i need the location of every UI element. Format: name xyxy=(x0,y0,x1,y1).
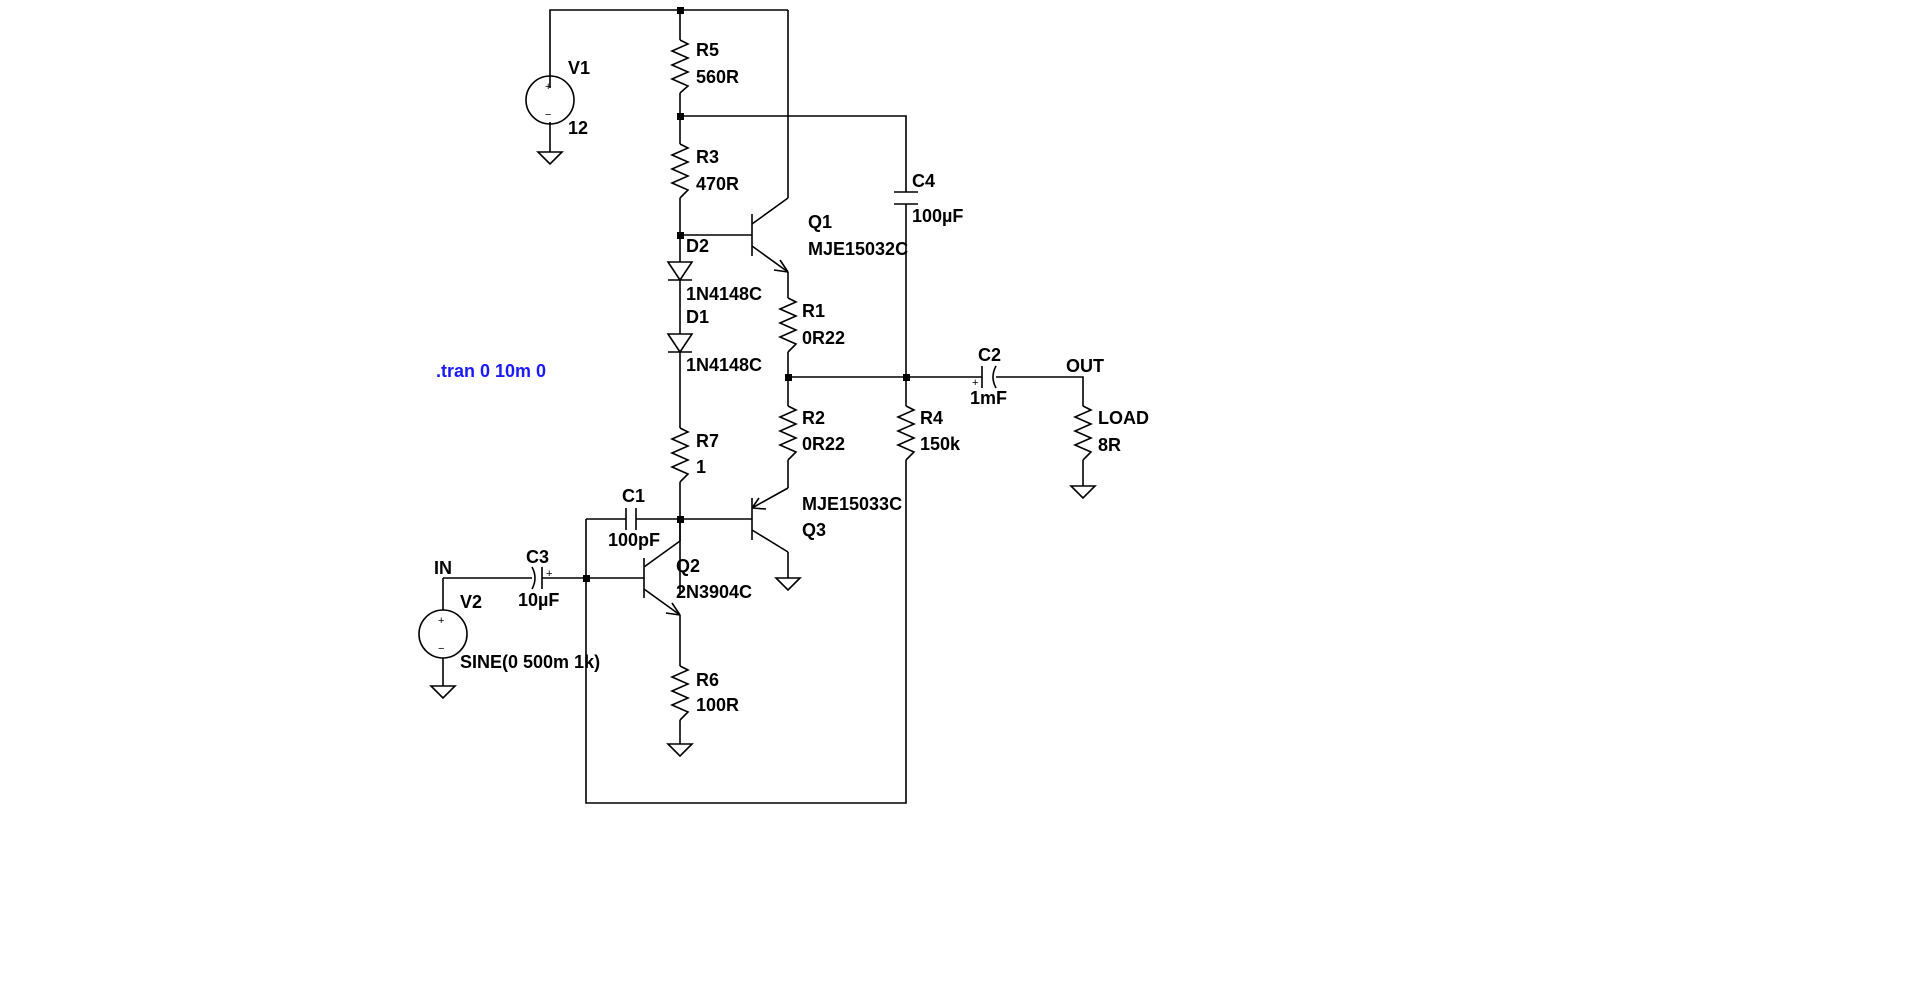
r7-value: 1 xyxy=(696,457,706,477)
polarity-minus: − xyxy=(438,643,444,655)
r3-name: R3 xyxy=(696,147,719,167)
ground-icon xyxy=(429,685,457,700)
r6-name: R6 xyxy=(696,670,719,690)
resistor-r4-symbol xyxy=(896,405,916,461)
sources: + − + − xyxy=(418,75,575,659)
wire-v1-top xyxy=(549,9,680,88)
r5-value: 560R xyxy=(696,67,739,87)
c1-name: C1 xyxy=(622,486,645,506)
resistors xyxy=(670,39,1093,721)
junction-dot xyxy=(583,575,590,582)
junction-dot xyxy=(677,7,684,14)
d1-value: 1N4148C xyxy=(686,355,762,375)
ground-icon xyxy=(774,577,802,592)
load-value: 8R xyxy=(1098,435,1121,455)
voltage-source-v2-symbol: + − xyxy=(418,609,468,659)
r2-value: 0R22 xyxy=(802,434,845,454)
polarity-plus: + xyxy=(545,81,551,93)
spice-directive: .tran 0 10m 0 xyxy=(436,361,546,381)
r1-name: R1 xyxy=(802,301,825,321)
c4-name: C4 xyxy=(912,171,935,191)
transistor-q3-symbol xyxy=(751,487,789,553)
v2-value: SINE(0 500m 1k) xyxy=(460,652,600,672)
net-label-in: IN xyxy=(434,558,452,578)
resistor-r7-symbol xyxy=(670,427,690,483)
diode-d1-symbol xyxy=(666,333,694,354)
junction-dot xyxy=(903,374,910,381)
net-label-out: OUT xyxy=(1066,356,1104,376)
resistor-load-symbol xyxy=(1073,405,1093,461)
q1-value: MJE15032C xyxy=(808,239,908,259)
c3-polarity-mark: + xyxy=(546,568,552,580)
c2-value: 1mF xyxy=(970,388,1007,408)
q2-name: Q2 xyxy=(676,556,700,576)
wire-top-rail xyxy=(679,9,788,40)
resistor-r5-symbol xyxy=(670,39,690,94)
r1-value: 0R22 xyxy=(802,328,845,348)
q2-value: 2N3904C xyxy=(676,582,752,602)
transistor-q2-symbol xyxy=(643,540,681,616)
resistor-r6-symbol xyxy=(670,665,690,721)
capacitor-c4-symbol xyxy=(894,191,918,205)
c3-name: C3 xyxy=(526,547,549,567)
r6-value: 100R xyxy=(696,695,739,715)
diode-d2-symbol xyxy=(666,261,694,282)
r2-name: R2 xyxy=(802,408,825,428)
polarity-plus: + xyxy=(438,615,444,627)
resistor-r3-symbol xyxy=(670,143,690,199)
capacitor-c2-symbol xyxy=(981,365,997,389)
r7-name: R7 xyxy=(696,431,719,451)
voltage-source-v1-symbol: + − xyxy=(525,75,575,125)
load-name: LOAD xyxy=(1098,408,1149,428)
v1-value: 12 xyxy=(568,118,588,138)
resistor-r2-symbol xyxy=(778,405,798,461)
q3-value: MJE15033C xyxy=(802,494,902,514)
d1-name: D1 xyxy=(686,307,709,327)
ground-icon xyxy=(1069,485,1097,500)
c2-name: C2 xyxy=(978,345,1001,365)
ground-icon xyxy=(536,151,564,166)
v1-name: V1 xyxy=(568,58,590,78)
junction-dot xyxy=(677,113,684,120)
junction-dot xyxy=(677,232,684,239)
capacitors xyxy=(531,191,997,590)
r4-name: R4 xyxy=(920,408,943,428)
resistor-r1-symbol xyxy=(778,297,798,353)
r3-value: 470R xyxy=(696,174,739,194)
capacitor-c1-symbol xyxy=(625,508,637,530)
r4-value: 150k xyxy=(920,434,961,454)
c2-polarity-mark: + xyxy=(972,377,978,389)
polarity-minus: − xyxy=(545,109,551,121)
c1-value: 100pF xyxy=(608,530,660,550)
c3-value: 10µF xyxy=(518,590,559,610)
q1-name: Q1 xyxy=(808,212,832,232)
grounds xyxy=(429,151,1097,758)
q3-name: Q3 xyxy=(802,520,826,540)
d2-name: D2 xyxy=(686,236,709,256)
d2-value: 1N4148C xyxy=(686,284,762,304)
c4-value: 100µF xyxy=(912,206,963,226)
capacitor-c3-symbol xyxy=(531,566,543,590)
transistor-q1-symbol xyxy=(751,197,789,273)
diodes xyxy=(666,261,694,354)
r5-name: R5 xyxy=(696,40,719,60)
wire-feedback xyxy=(585,460,907,804)
ground-icon xyxy=(666,743,694,758)
junction-dot xyxy=(785,374,792,381)
component-labels: R5 560R V1 12 R3 470R C4 100µF Q1 MJE150… xyxy=(434,40,1149,715)
wire-node-c4 xyxy=(680,115,907,192)
transistors xyxy=(643,197,789,616)
v2-name: V2 xyxy=(460,592,482,612)
wire-c2-load xyxy=(996,376,1084,406)
